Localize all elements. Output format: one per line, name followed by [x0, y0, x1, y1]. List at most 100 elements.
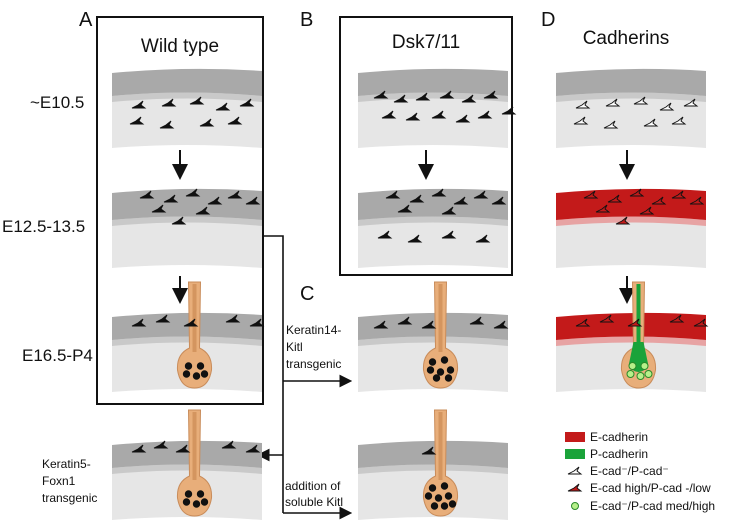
melanocyte [385, 190, 401, 199]
melanocyte [669, 314, 685, 323]
block-dsk-e12 [358, 188, 508, 268]
melanocyte [483, 90, 499, 99]
melanocyte [159, 120, 175, 129]
melanocyte [421, 446, 437, 455]
melanocyte [373, 320, 389, 329]
melanocyte [475, 234, 491, 243]
epidermis [112, 312, 262, 340]
melanocyte [603, 120, 619, 129]
melanocyte [455, 114, 471, 123]
epidermis [112, 68, 262, 96]
melanocyte [453, 196, 469, 205]
melanocyte [407, 234, 423, 243]
stage-label-2: E12.5-13.5 [2, 217, 85, 236]
follicle-melanocyte [440, 482, 449, 490]
melanocyte [671, 190, 687, 199]
branch-connector [258, 235, 284, 513]
melanocyte [575, 318, 591, 327]
melanocyte [199, 118, 215, 127]
melanocyte [633, 96, 649, 105]
legend-cell-ecad-high-icon [567, 483, 583, 492]
melanocyte [693, 318, 709, 327]
melanocyte [185, 188, 201, 197]
follicle-melanocyte [428, 358, 437, 366]
melanocyte [397, 204, 413, 213]
epidermis-basal [112, 216, 262, 226]
keratin14-label-1: Keratin14- [286, 323, 341, 337]
melanocyte [595, 204, 611, 213]
follicle-melanocyte [184, 362, 193, 370]
follicle-melanocyte [192, 500, 201, 508]
follicle-melanocyte [200, 370, 209, 378]
follicle-melanocyte [428, 484, 437, 492]
title-cadherins: Cadherins [583, 28, 670, 49]
melanocyte [397, 316, 413, 325]
melanocyte [207, 196, 223, 205]
legend-label-e-cadherin: E-cadherin [590, 430, 648, 444]
title-dsk: Dsk7/11 [392, 32, 460, 53]
melanocyte [683, 98, 699, 107]
melanocyte [461, 94, 477, 103]
legend-label-p-cadherin: P-cadherin [590, 447, 648, 461]
melanocyte [245, 196, 261, 205]
epidermis [358, 68, 508, 96]
follicle-melanocyte [184, 490, 193, 498]
follicle-melanocyte [626, 370, 635, 378]
epidermis-basal [556, 216, 706, 226]
melanocyte [491, 196, 507, 205]
follicle-melanocyte [182, 498, 191, 506]
keratin5-label-1: Keratin5- [42, 457, 91, 471]
melanocyte [249, 318, 265, 327]
melanocyte [469, 316, 485, 325]
block-k14 [358, 281, 509, 392]
melanocyte [501, 106, 517, 115]
epidermis-basal [112, 92, 262, 102]
melanocyte [627, 318, 643, 327]
legend-swatch-e-cadherin [565, 432, 585, 442]
melanocyte [493, 320, 509, 329]
follicle-melanocyte [200, 498, 209, 506]
epidermis [112, 188, 262, 220]
block-cad-e12 [556, 188, 706, 268]
melanocyte [605, 98, 621, 107]
legend-cell-negative-icon [567, 466, 583, 475]
panel-b-frame [339, 16, 513, 276]
melanocyte [139, 190, 155, 199]
legend: E-cadherin P-cadherin E-cad⁻/P-cad⁻ E-ca… [565, 430, 715, 513]
epidermis [358, 440, 508, 468]
melanocyte [477, 110, 493, 119]
melanocyte [189, 96, 205, 105]
melanocyte [689, 196, 705, 205]
legend-swatch-p-cadherin [565, 449, 585, 459]
melanocyte [227, 116, 243, 125]
epidermis [556, 188, 706, 220]
follicle-melanocyte [444, 492, 453, 500]
hair-follicle [422, 281, 459, 389]
legend-cell-pcad-icon [571, 502, 579, 510]
follicle-melanocyte [434, 494, 443, 502]
dermis [112, 85, 262, 148]
block-soluble [358, 409, 508, 520]
melanocyte [225, 314, 241, 323]
melanocyte [239, 98, 255, 107]
follicle-melanocyte [192, 372, 201, 380]
melanocyte [409, 194, 425, 203]
block-wt-e10 [112, 68, 262, 148]
follicle-melanocyte [444, 374, 453, 382]
hair-follicle [176, 409, 213, 517]
melanocyte [129, 116, 145, 125]
melanocyte [639, 206, 655, 215]
epidermis-basal [112, 464, 262, 474]
melanocyte [405, 112, 421, 121]
melanocyte [175, 444, 191, 453]
follicle-melanocyte [196, 490, 205, 498]
melanocyte [183, 318, 199, 327]
block-wt-e16 [112, 281, 265, 392]
melanocyte [615, 216, 631, 225]
panel-letter-c: C [300, 283, 314, 305]
melanocyte [431, 188, 447, 197]
melanocyte [441, 230, 457, 239]
epidermis-basal [112, 336, 262, 346]
follicle-melanocyte [430, 502, 439, 510]
